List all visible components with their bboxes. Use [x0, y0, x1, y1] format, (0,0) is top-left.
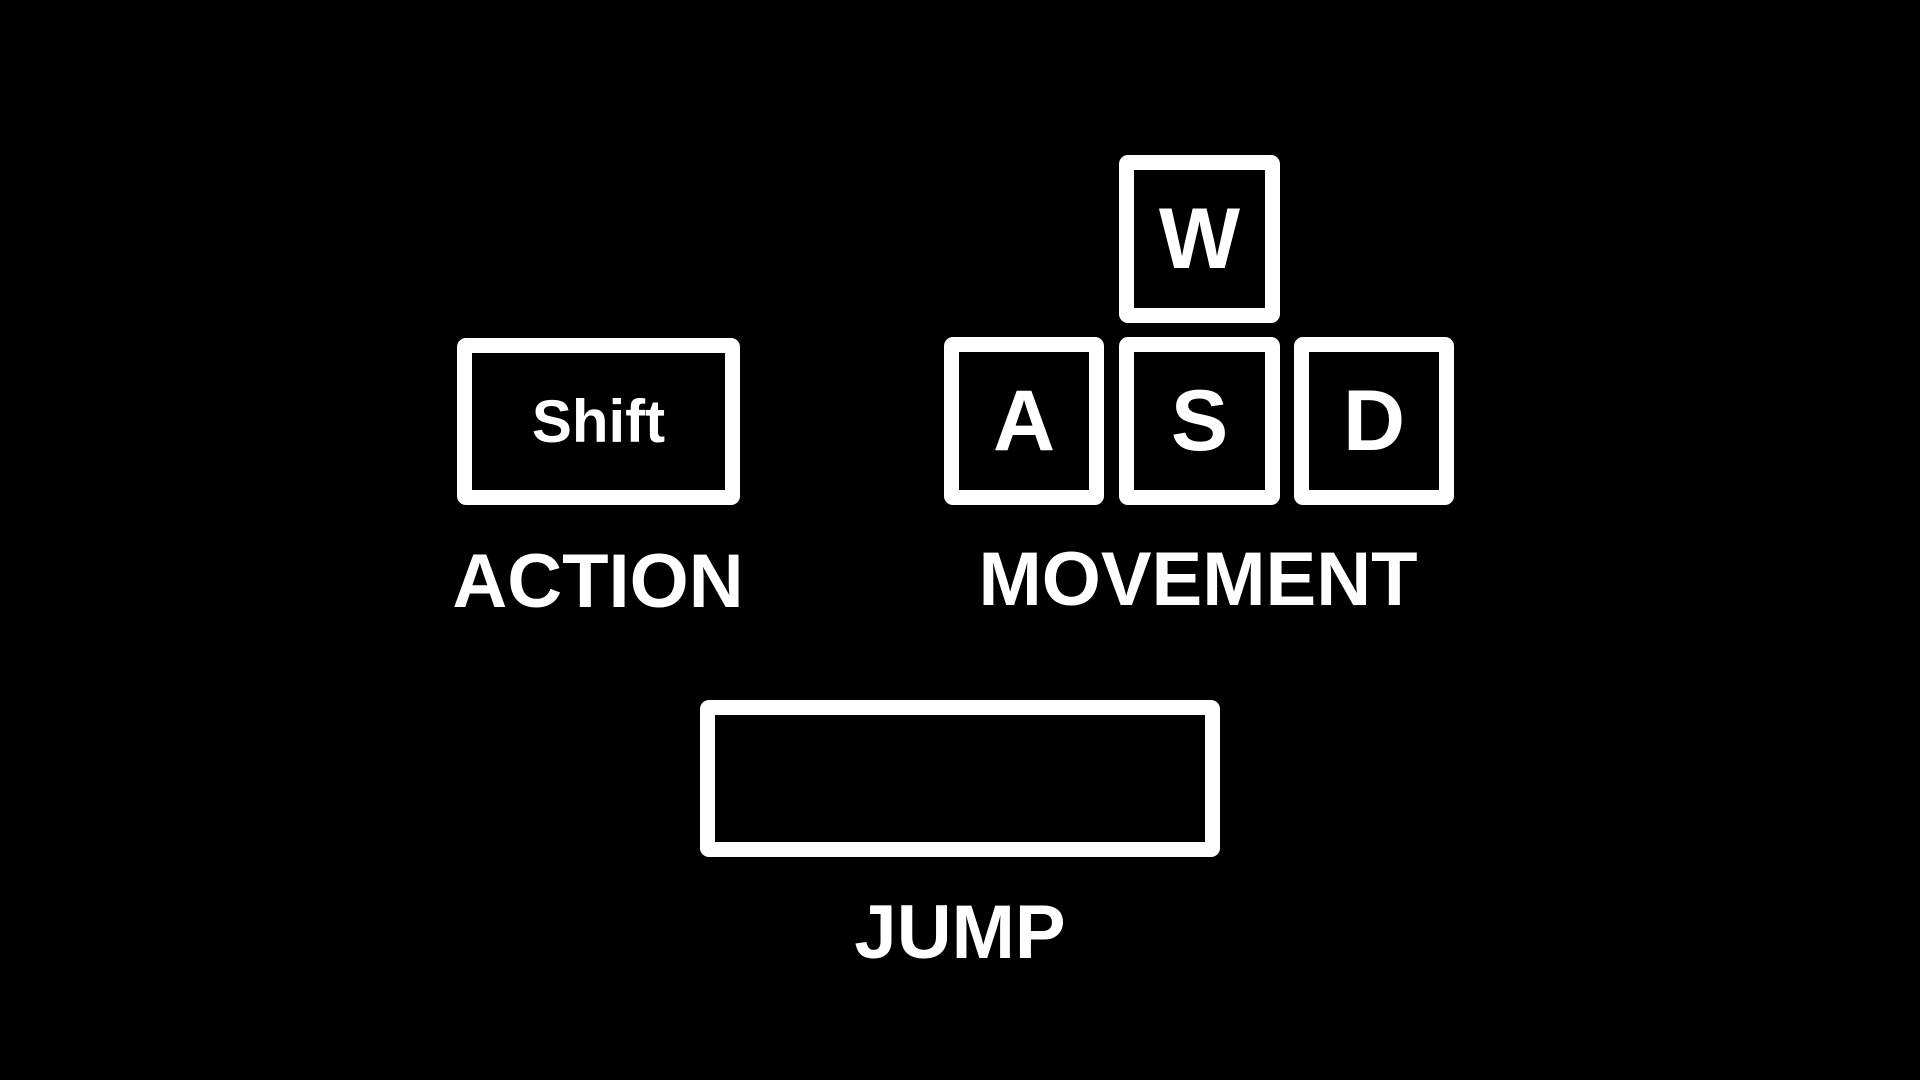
shift-key: Shift [457, 338, 740, 505]
spacebar-key [700, 700, 1220, 857]
w-key-label: W [1158, 191, 1241, 287]
a-key: A [944, 337, 1104, 505]
d-key: D [1294, 337, 1454, 505]
s-key: S [1119, 337, 1280, 505]
action-label: ACTION [452, 539, 744, 624]
movement-label: MOVEMENT [978, 537, 1418, 622]
shift-key-label: Shift [531, 387, 666, 455]
jump-label: JUMP [854, 890, 1066, 975]
a-key-label: A [992, 373, 1056, 469]
s-key-label: S [1170, 373, 1229, 469]
w-key: W [1119, 155, 1280, 323]
d-key-label: D [1342, 373, 1406, 469]
